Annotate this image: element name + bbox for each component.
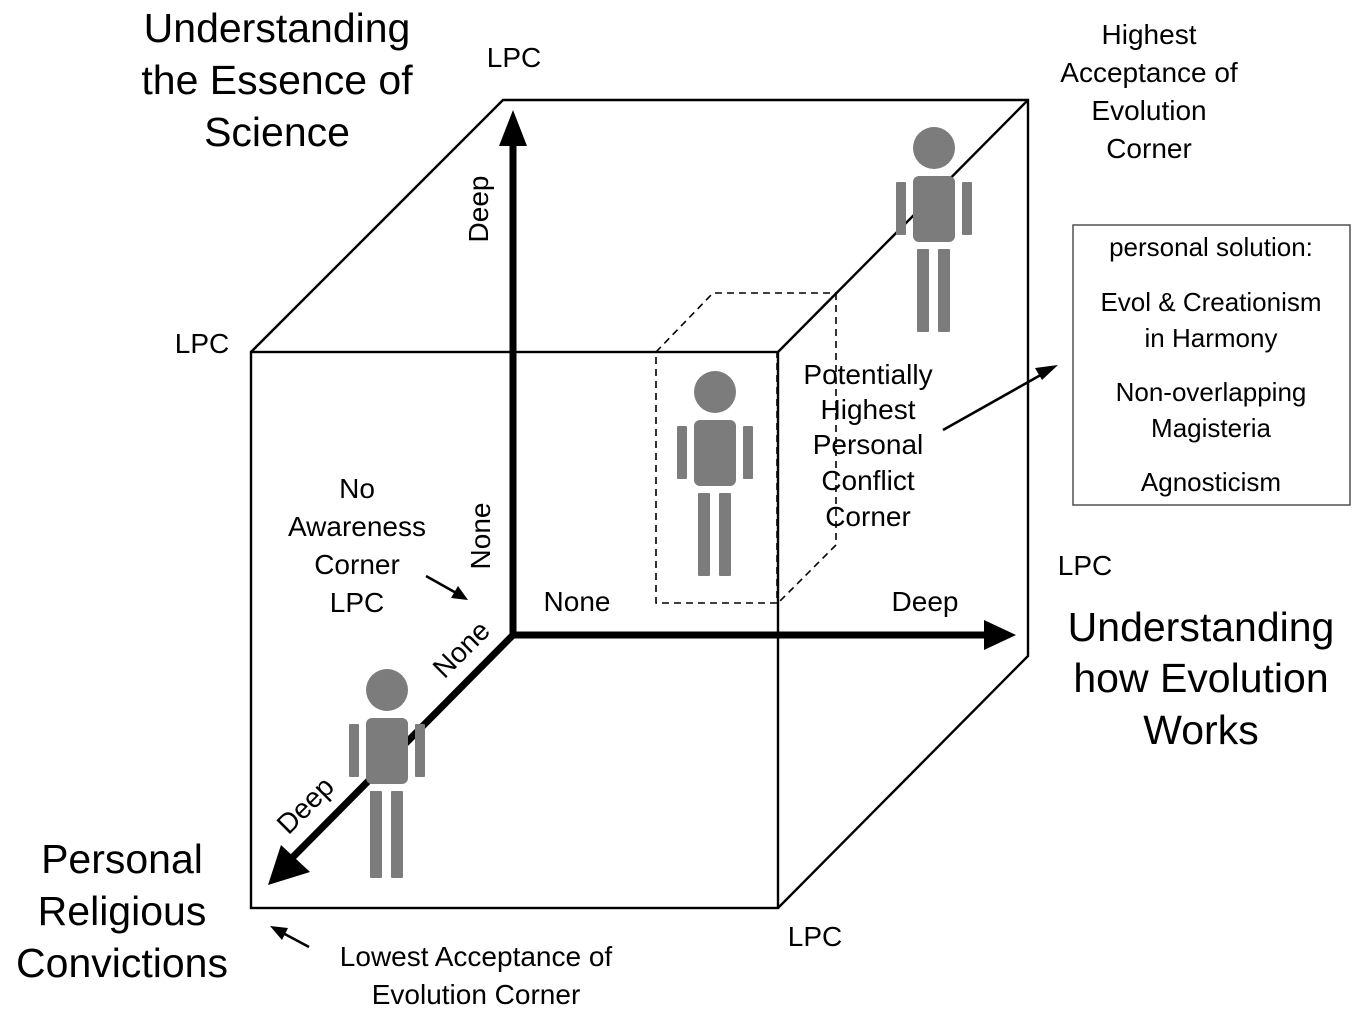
personal-conflict-line-2: Highest: [821, 394, 916, 425]
solution-option-2-line-2: Magisteria: [1151, 413, 1271, 443]
personal-conflict-line-5: Corner: [825, 501, 911, 532]
horizontal-axis-title-line-3: Works: [1143, 707, 1258, 753]
person-icon: [349, 669, 425, 878]
personal-solution-box: personal solution: Evol & Creationism in…: [1072, 224, 1351, 506]
vertical-axis-title-line-3: Science: [204, 109, 350, 155]
person-icon: [677, 371, 753, 576]
no-awareness-line-2: Awareness: [288, 511, 426, 542]
vertical-axis-title-line-1: Understanding: [144, 5, 411, 51]
solution-option-1-line-2: in Harmony: [1145, 323, 1278, 353]
depth-axis-title-line-1: Personal: [41, 836, 203, 882]
lowest-acceptance-line-2: Evolution Corner: [372, 979, 581, 1010]
depth-axis-high-label: Deep: [271, 771, 340, 840]
lowest-acceptance-annotation: Lowest Acceptance of Evolution Corner: [270, 926, 612, 1010]
dashed-box-side: [777, 293, 837, 604]
no-awareness-annotation: No Awareness Corner LPC: [288, 473, 468, 618]
lowest-acceptance-pointer-line: [280, 930, 310, 949]
highest-acceptance-line-3: Evolution: [1091, 95, 1206, 126]
personal-conflict-annotation: Potentially Highest Personal Conflict Co…: [803, 359, 1058, 532]
horizontal-axis-title-line-2: how Evolution: [1073, 655, 1328, 701]
depth-axis-title-line-2: Religious: [38, 888, 207, 934]
personal-conflict-pointer-line: [942, 370, 1047, 432]
no-awareness-pointer-line: [425, 574, 459, 596]
highest-acceptance-line-4: Corner: [1106, 133, 1192, 164]
horizontal-axis-title: Understanding how Evolution Works: [1068, 604, 1335, 753]
cube-back-edges: [250, 98, 1030, 909]
depth-axis-title-line-3: Convictions: [16, 940, 228, 986]
personal-solution-heading: personal solution:: [1109, 232, 1313, 262]
lowest-acceptance-line-1: Lowest Acceptance of: [340, 941, 613, 972]
horizontal-axis-arrowhead: [984, 620, 1016, 650]
no-awareness-line-4: LPC: [330, 587, 384, 618]
lpc-corner-markers: LPC LPC LPC LPC: [175, 42, 1112, 952]
no-awareness-pointer-arrowhead: [451, 586, 468, 600]
depth-axis-arrowhead: [268, 845, 310, 885]
vertical-axis-low-label: None: [465, 503, 496, 570]
personal-solution-box-frame: [1072, 224, 1351, 506]
lpc-marker-top-front: LPC: [175, 328, 229, 359]
personal-conflict-line-3: Personal: [813, 429, 924, 460]
vertical-axis-title-line-2: the Essence of: [141, 57, 413, 103]
no-awareness-line-1: No: [339, 473, 375, 504]
dashed-box-top: [655, 292, 838, 353]
lpc-marker-bottom-front: LPC: [788, 921, 842, 952]
highest-acceptance-line-1: Highest: [1102, 19, 1197, 50]
personal-conflict-line-4: Conflict: [821, 465, 915, 496]
depth-axis-low-label: None: [427, 615, 496, 684]
personal-conflict-pointer-arrowhead: [1035, 365, 1058, 380]
solution-option-2-line-1: Non-overlapping: [1116, 377, 1307, 407]
personal-conflict-line-1: Potentially: [803, 359, 932, 390]
vertical-axis-arrowhead: [499, 110, 527, 146]
lpc-marker-bottom-back: LPC: [1058, 550, 1112, 581]
person-icon: [896, 127, 972, 332]
cube-outline: [249, 98, 1030, 910]
highest-acceptance-line-2: Acceptance of: [1060, 57, 1238, 88]
dashed-box-front: [655, 351, 778, 604]
horizontal-axis-title-line-1: Understanding: [1068, 604, 1335, 650]
conflict-zone-dashed-box: [655, 292, 838, 604]
highest-acceptance-annotation: Highest Acceptance of Evolution Corner: [1060, 19, 1238, 164]
solution-option-3: Agnosticism: [1141, 467, 1281, 497]
horizontal-axis-low-label: None: [544, 586, 611, 617]
vertical-axis-title: Understanding the Essence of Science: [141, 5, 413, 155]
no-awareness-line-3: Corner: [314, 549, 400, 580]
lowest-acceptance-pointer-arrowhead: [270, 926, 288, 940]
vertical-axis-high-label: Deep: [463, 176, 494, 243]
depth-axis-title: Personal Religious Convictions: [16, 836, 228, 986]
solution-option-1-line-1: Evol & Creationism: [1100, 287, 1321, 317]
lpc-marker-top-back: LPC: [487, 42, 541, 73]
horizontal-axis-high-label: Deep: [892, 586, 959, 617]
